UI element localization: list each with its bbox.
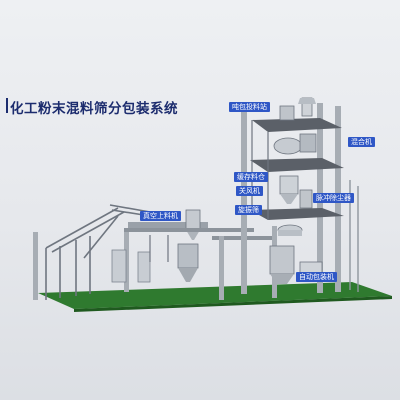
label-buffer-bin: 缓存料仓 [234,172,268,182]
label-pulse-dust-collector: 脉冲除尘器 [313,193,354,203]
tower-level3-platform [250,208,344,220]
label-ton-bag-station: 吨包投料站 [229,102,270,112]
ground-base [38,282,392,309]
ton-bag-station-unit [279,97,316,121]
label-mixer: 混合机 [348,137,375,147]
vacuum-feeder-unit [111,209,208,283]
left-staircase [45,204,151,300]
label-air-lock: 关风机 [236,186,263,196]
page-title: 化工粉末混料筛分包装系统 [10,101,178,117]
left-column-b [124,232,129,292]
tower-level2-platform [250,158,344,172]
label-auto-packer: 自动包装机 [296,272,337,282]
mixer-unit [273,133,317,155]
buffer-bin-unit [279,175,313,209]
ground-base-edge [74,296,392,312]
label-vacuum-feeder: 真空上料机 [140,211,181,221]
label-vibrating-screen: 旋振筛 [235,205,262,215]
title-accent-bar [6,98,8,113]
vibrating-screen-unit [277,224,303,236]
left-column-a [33,232,38,300]
tower-roof-platform [252,118,342,132]
